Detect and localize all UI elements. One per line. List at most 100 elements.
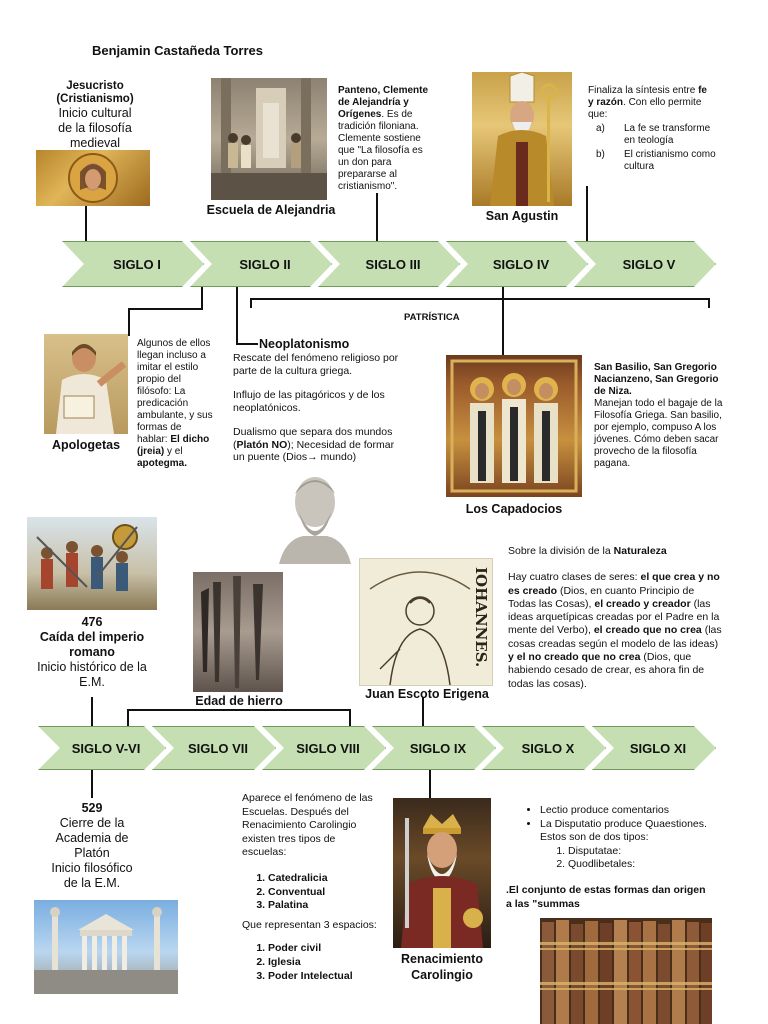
apologetas-caption: Apologetas (51, 438, 121, 452)
apologetas-habla: hablar: (137, 434, 171, 445)
erigena-p9: mente del Verbo), (508, 624, 594, 637)
caida-connector (91, 697, 93, 727)
erigena-p4: (Dios, en cuanto Principio de (557, 584, 695, 597)
academia-l3: Platón (74, 846, 110, 860)
neo-p3b1: ( (233, 438, 237, 451)
alejandria-image (211, 78, 327, 200)
erigena-p3: es creado (508, 584, 558, 597)
arrow-siglo-xi-label: SIGLO XI (629, 740, 687, 756)
arrow-siglo-x-label: SIGLO X (521, 740, 575, 756)
alejandria-t6: cristianismo". (338, 181, 398, 192)
neo-p2b: neoplatónicos. (233, 401, 301, 414)
arrow-siglo-ix-label: SIGLO IX (409, 740, 467, 756)
agustin-item-b-l2: cultura (624, 161, 655, 172)
escuelas-type-2: Conventual (268, 886, 402, 900)
san-agustin-image (472, 72, 572, 206)
arrow-siglo-i: SIGLO I (62, 241, 204, 287)
erigena-head2: Naturaleza (613, 545, 667, 557)
caida-l3: Inicio histórico de la (37, 660, 147, 674)
alejandria-t1: tradición filoniana. (338, 121, 419, 132)
capadocios-line2: Filosofía Griega. San basilio, (594, 410, 722, 421)
academia-l5: de la E.M. (63, 876, 121, 890)
escuelas-l4: existen tres tipos de (242, 832, 336, 845)
capadocios-line5: provecho de la filosofía (594, 446, 697, 457)
summas-books-image (540, 918, 712, 1024)
lectio-bullets: Lectio produce comentarios La Disputatio… (514, 804, 754, 831)
agustin-t2a: y razón (588, 97, 624, 108)
jesus-connector (85, 206, 87, 241)
neo-p3b2: Platón NO (236, 438, 288, 451)
capadocios-b1: San Basilio, San Gregorio (594, 362, 717, 373)
jesus-mosaic-image (36, 150, 150, 206)
carolingio-l1: Renacimiento (401, 952, 483, 966)
arrow-siglo-ii-label: SIGLO II (239, 256, 291, 272)
apologetas-line5: filósofo: La (137, 386, 186, 397)
caida-text: 476 Caída del imperio romano Inicio hist… (22, 615, 162, 690)
arrow-siglo-v-label: SIGLO V (622, 256, 676, 272)
arrow-siglo-vii: SIGLO VII (152, 726, 276, 770)
academia-l4: Inicio filosófico (51, 861, 133, 875)
patristica-bracket-right (708, 298, 710, 308)
neo-p3c: un puente (Dios→ mundo) (233, 451, 357, 463)
erigena-caption: Juan Escoto Erigena (365, 687, 489, 701)
capadocios-b2: Nacianzeno, San Gregorio (594, 374, 719, 385)
jesus-line5: medieval (69, 136, 121, 150)
agustin-t3: que: (588, 109, 608, 120)
carolingio-caption: Renacimiento Carolingio (388, 951, 496, 983)
patristica-label: PATRÍSTICA (404, 312, 460, 323)
apologetas-connector-h (128, 308, 203, 310)
neo-p3a: Dualismo que separa dos mundos (233, 426, 393, 438)
alejandria-text: Panteno, Clemente de Alejandría y Orígen… (338, 85, 458, 193)
arrow-siglo-ix: SIGLO IX (372, 726, 496, 770)
erigena-p5: Todas las Cosas), (508, 597, 595, 610)
arrow-siglo-vii-label: SIGLO VII (188, 740, 248, 756)
escuelas-l2: Escuelas. Después del (242, 805, 349, 818)
agustin-t2b: . Con ello permite (623, 97, 702, 108)
capadocios-line1: Manejan todo el bagaje de la (594, 398, 723, 409)
patristica-bracket (250, 298, 710, 300)
erigena-p10: el creado que no crea (593, 624, 702, 637)
alejandria-caption: Escuela de Alejandria (206, 203, 336, 217)
academia-l2: Academia de (55, 831, 129, 845)
hierro-bracket-right (349, 709, 351, 726)
arrow-siglo-iv-label: SIGLO IV (492, 256, 550, 272)
capadocios-line4: jóvenes. Cómo deben sacar (594, 434, 719, 445)
erigena-p8: ideas arquetípicas creadas por el Padre … (508, 611, 720, 624)
arrow-siglo-x: SIGLO X (482, 726, 606, 770)
academia-connector (91, 770, 93, 798)
agustin-t1a: Finaliza la síntesis entre (588, 85, 699, 96)
alejandria-rest1: . Es de (381, 109, 413, 120)
capadocios-b3: de Niza. (594, 386, 632, 397)
capadocios-text: San Basilio, San Gregorio Nacianzeno, Sa… (594, 362, 744, 470)
apologetas-dicho: El dicho (170, 434, 210, 445)
carolingio-connector (429, 770, 431, 800)
alejandria-t4: un don para (338, 157, 392, 168)
agustin-item-b-marker: b) (596, 149, 605, 160)
alejandria-bold1: Panteno, Clemente (338, 85, 429, 96)
escuelas-spaces-list: Poder civil Iglesia Poder Intelectual (242, 942, 402, 983)
apologetas-line6: predicación (137, 398, 189, 409)
academia-l1: Cierre de la (59, 816, 125, 830)
apologetas-image (44, 334, 128, 434)
arrow-siglo-i-label: SIGLO I (113, 256, 161, 272)
caida-l2: romano (69, 645, 115, 659)
erigena-connector (422, 697, 424, 727)
agustin-t1b: fe (698, 85, 707, 96)
apologetas-line1: Algunos de ellos (137, 338, 211, 349)
erigena-p6: el creado y creador (594, 597, 691, 610)
escuelas-l5: escuelas: (242, 846, 287, 859)
erigena-p11: (las (701, 624, 722, 637)
jesus-text: Jesucristo (Cristianismo) Inicio cultura… (35, 80, 155, 151)
patristica-bracket-left (250, 298, 252, 308)
alejandria-bold3: Orígenes (338, 109, 382, 120)
lectio-final2: a las "summas (506, 897, 580, 910)
capadocios-line3: por ejemplo, compuso A los (594, 422, 717, 433)
neo-p1b: parte de la cultura griega. (233, 364, 353, 377)
lectio-sub-1: Disputatae: (568, 845, 754, 859)
academia-text: 529 Cierre de la Academia de Platón Inic… (30, 801, 154, 891)
apologetas-line7: ambulante, y sus (137, 410, 213, 421)
jesus-line1: Jesucristo (66, 80, 124, 92)
apologetas-connector-v (201, 287, 203, 309)
erigena-p12: cosas creadas según el modelo de las ide… (508, 637, 719, 650)
